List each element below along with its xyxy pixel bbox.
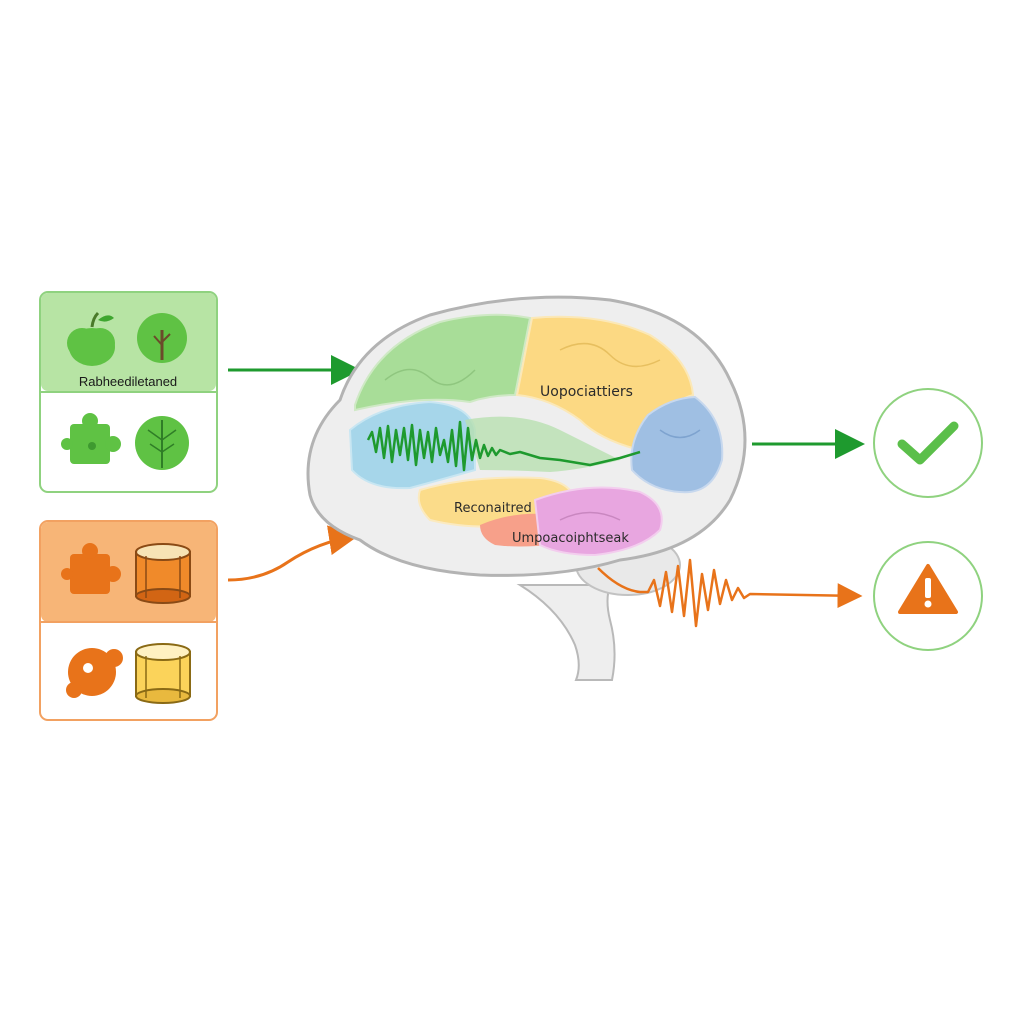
puzzle-piece-icon bbox=[61, 413, 121, 464]
occipital-region bbox=[630, 395, 724, 494]
orange-input-arrow bbox=[227, 525, 359, 582]
leaf-icon bbox=[135, 416, 189, 470]
central-sulcus-region bbox=[465, 416, 620, 472]
success-outcome bbox=[873, 388, 983, 498]
brain-illustration: Uopociattiers Reconaitred Umpoacoiphtsea… bbox=[306, 295, 747, 681]
temporal-red-region bbox=[480, 513, 548, 547]
temporal-front-region bbox=[348, 400, 476, 490]
frontal-region bbox=[354, 313, 532, 412]
green-neural-wave bbox=[366, 420, 641, 472]
green-stimulus-card: Rabheediletaned bbox=[39, 291, 218, 493]
apple-icon bbox=[67, 311, 115, 366]
brainstem bbox=[516, 584, 616, 681]
check-icon bbox=[897, 421, 959, 465]
puzzle-piece-icon bbox=[66, 648, 123, 698]
temporal-back-region bbox=[533, 486, 663, 557]
green-card-label: Rabheediletaned bbox=[79, 374, 177, 389]
orange-output-wave-arrow bbox=[597, 558, 863, 628]
drum-icon bbox=[135, 643, 191, 704]
tree-icon bbox=[137, 313, 187, 363]
puzzle-piece-icon bbox=[61, 543, 121, 594]
drum-icon bbox=[135, 543, 191, 604]
upper-region-label: Uopociattiers bbox=[540, 384, 633, 400]
warning-outcome bbox=[873, 541, 983, 651]
orange-stimulus-card bbox=[39, 520, 218, 721]
warning-triangle-icon bbox=[898, 564, 958, 614]
lower-region-label: Umpoacoiphtseak bbox=[512, 531, 629, 546]
middle-region-label: Reconaitred bbox=[454, 501, 532, 516]
